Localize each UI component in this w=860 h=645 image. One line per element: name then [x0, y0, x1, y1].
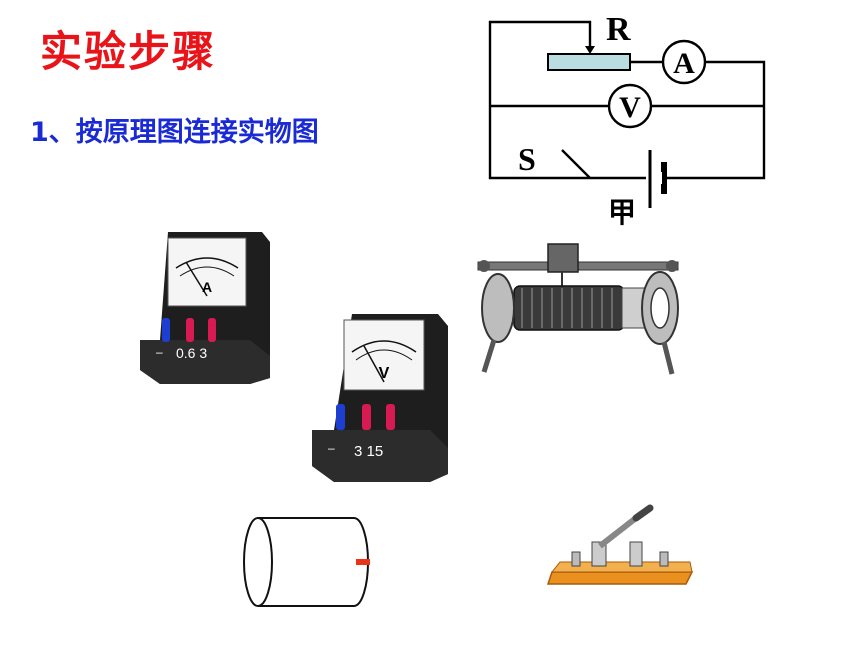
- ammeter-device: A – 0.6 3: [140, 232, 270, 384]
- rheostat-coil-windings: [521, 288, 613, 328]
- battery-label: 甲: [608, 196, 636, 229]
- ammeter-symbol: [661, 39, 707, 85]
- rheostat-left-plate: [481, 273, 515, 343]
- ammeter-scale-arc: [175, 257, 239, 269]
- voltmeter-scale-arc-inner: [355, 349, 413, 361]
- voltmeter-dial-letter: V: [379, 365, 390, 382]
- voltmeter-terminal-blue: [336, 404, 345, 430]
- voltmeter-scale-arc: [351, 340, 417, 353]
- rheostat-terminal-left: [478, 260, 490, 272]
- voltmeter-dial-face: [343, 319, 425, 391]
- rheostat-right-hole: [650, 287, 670, 329]
- rheostat-leg-right: [661, 341, 675, 375]
- voltmeter-symbol: [607, 83, 653, 129]
- battery-terminal-sign: [356, 559, 370, 565]
- battery-cylinder-end: [243, 517, 273, 607]
- switch-label: S: [518, 141, 536, 177]
- ammeter-base: [140, 340, 270, 384]
- step-instruction: 1、按原理图连接实物图: [30, 117, 319, 148]
- switch-hinge: [591, 541, 607, 567]
- voltmeter-terminal-red-1: [362, 404, 371, 430]
- battery-cylinder-body: [258, 517, 369, 607]
- ammeter-minus-sign: –: [156, 345, 163, 359]
- voltmeter-minus-sign: –: [328, 441, 335, 455]
- switch-blade: [561, 149, 591, 179]
- ammeter-terminal-labels: 0.6 3: [176, 345, 207, 361]
- slide-title: 实验步骤: [40, 27, 217, 76]
- battery-cell: [243, 517, 370, 607]
- voltmeter-terminal-red-2: [386, 404, 395, 430]
- switch-clip: [629, 541, 643, 567]
- ammeter-terminal-red-1: [186, 318, 194, 342]
- rheostat-terminal-right: [666, 260, 678, 272]
- rheostat-symbol: [547, 53, 631, 71]
- ammeter-dial-letter: A: [202, 279, 212, 295]
- rheostat-arrow-icon: [585, 46, 595, 54]
- ammeter-scale-arc-inner: [179, 266, 235, 277]
- circuit-schematic: [488, 20, 766, 208]
- rheostat-coil: [513, 285, 625, 331]
- rheostat-label: R: [606, 11, 631, 48]
- switch-post-right: [659, 551, 669, 567]
- ammeter-needle: [185, 261, 208, 297]
- switch-handle: [632, 504, 654, 522]
- battery-gap: [652, 172, 662, 184]
- switch-board-top: [550, 561, 693, 573]
- knife-switch: [546, 504, 694, 585]
- ammeter-terminal-red-2: [208, 318, 216, 342]
- rheostat-slider: [547, 243, 579, 273]
- voltmeter-needle: [363, 345, 385, 383]
- switch-board: [546, 571, 694, 585]
- ammeter-terminal-blue: [162, 318, 170, 342]
- voltmeter-base: [312, 430, 448, 482]
- voltmeter-terminal-labels: 3 15: [354, 443, 383, 460]
- voltmeter-symbol-label: V: [619, 91, 641, 124]
- switch-post-left: [571, 551, 581, 567]
- rheostat-slider-wire: [548, 20, 592, 46]
- voltmeter-device: V – 3 15: [312, 314, 448, 482]
- circuit-wire-left: [488, 20, 588, 180]
- rheostat-device: [477, 243, 679, 375]
- ammeter-symbol-label: A: [673, 47, 695, 80]
- circuit-wire-right: [666, 60, 766, 180]
- rheostat-leg-left: [481, 339, 497, 373]
- switch-knife-blade: [598, 515, 638, 549]
